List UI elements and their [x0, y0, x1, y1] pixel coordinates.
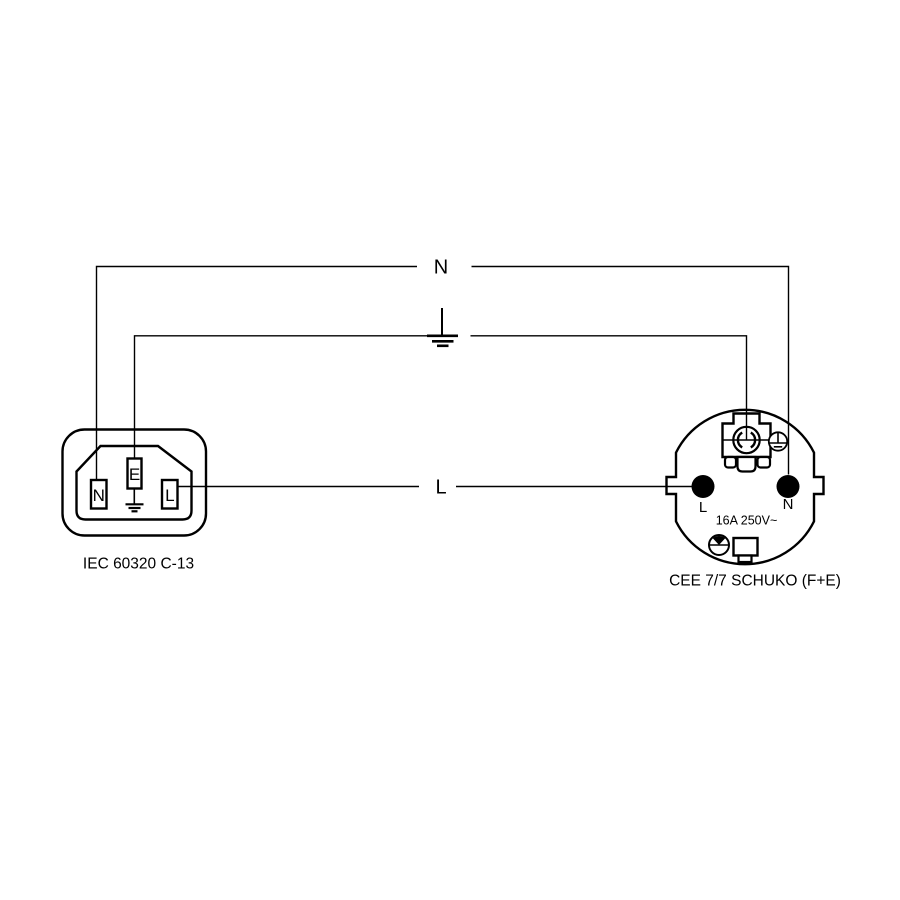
live-pin-hole	[691, 475, 715, 498]
plug-neutral-label: N	[783, 496, 794, 513]
iec-60320-c13-connector: N E L IEC 60320 C-13	[61, 428, 208, 573]
live-wire-label: L	[435, 477, 446, 499]
neutral-pin-label: N	[93, 486, 105, 505]
neutral-wire-left	[95, 265, 417, 480]
earth-wire-left	[133, 335, 427, 458]
screw-slot-left-arc	[736, 431, 743, 449]
earth-pin-label: E	[129, 465, 140, 484]
screw-slot-right-arc	[750, 431, 757, 449]
schuko-plug-caption: CEE 7/7 SCHUKO (F+E)	[669, 573, 841, 590]
earth-clip-foot-left	[723, 455, 738, 469]
earth-ground-icon	[427, 308, 458, 348]
earth-ground-icon	[125, 488, 144, 513]
live-pin-label: L	[165, 486, 174, 505]
bottom-clip-tab	[737, 554, 753, 564]
schuko-plug: L N 16A 250V~ CEE 7/7 SCHUKO (F+E)	[665, 408, 841, 590]
earth-wire-right	[470, 335, 748, 440]
neutral-pin-hole	[776, 475, 800, 498]
plug-rating-label: 16A 250V~	[716, 514, 778, 528]
bottom-clip-housing	[732, 536, 759, 557]
bottom-screw-icon	[708, 534, 730, 556]
neutral-pin	[89, 478, 108, 510]
live-pin	[160, 478, 179, 510]
earth-clip-center-tab	[736, 455, 757, 473]
protective-earth-icon	[767, 431, 789, 452]
earth-wire	[133, 308, 748, 458]
iec-connector-caption: IEC 60320 C-13	[83, 556, 194, 573]
neutral-wire-label: N	[434, 257, 448, 279]
earth-clip-foot-right	[756, 455, 772, 469]
plug-live-label: L	[699, 499, 707, 516]
neutral-wire: N	[95, 257, 790, 480]
live-wire: L	[177, 477, 696, 499]
neutral-wire-right	[471, 265, 790, 475]
